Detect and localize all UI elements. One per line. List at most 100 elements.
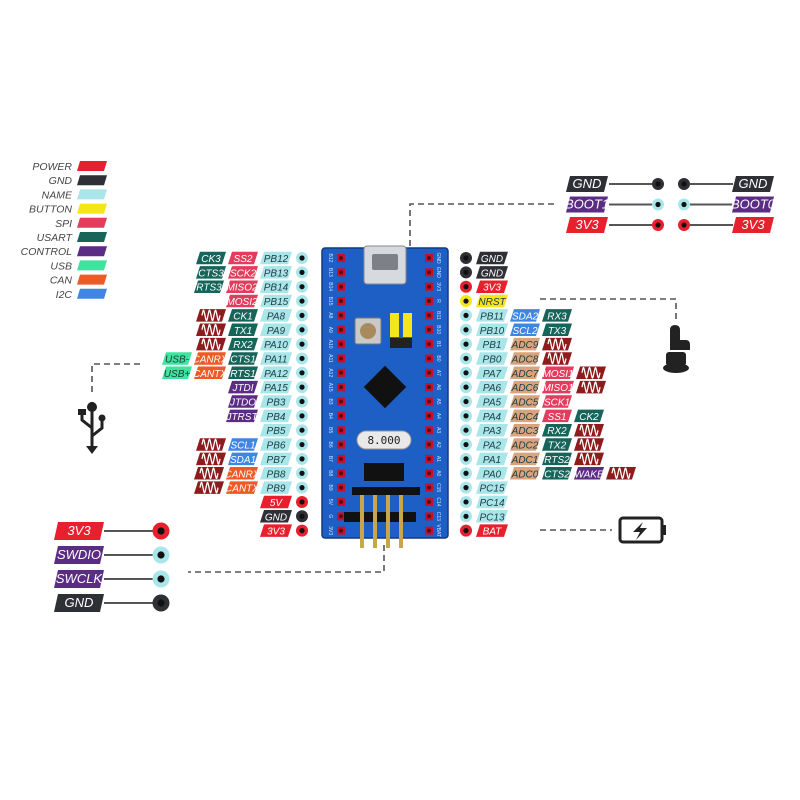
- swd-label-swdio-bg: [54, 546, 104, 564]
- right-pin-pa2-func-adc2: ADC2: [511, 441, 539, 452]
- left-pin-pa11-func-usb: USB-: [165, 354, 190, 365]
- right-pin-pa2-func-tx2-bg: [542, 438, 572, 451]
- legend-swatch-name: [77, 189, 107, 200]
- usb-icon-right-branch: [91, 420, 104, 438]
- right-pin-pa5-func-adc5-bg: [510, 395, 540, 408]
- right-silk-label: VBAT: [435, 524, 441, 537]
- right-header-hole: [427, 313, 431, 318]
- right-pin-pa6-func-adc6-bg: [510, 380, 540, 394]
- right-pin-pb11-func-rx3-bg: [542, 309, 572, 322]
- left-pin-pa12-func-usb-bg: [162, 366, 192, 380]
- button-body: [666, 352, 686, 366]
- usb-icon-bottom: [86, 446, 98, 454]
- left-pin-name-pb5: PB5: [267, 426, 286, 437]
- boot-right-3v3-bg: [732, 217, 774, 233]
- boot-left-3v3: 3V3: [575, 217, 599, 232]
- right-pin-name-pb0: PB0: [483, 354, 502, 365]
- left-pin-name-pb14: PB14: [264, 283, 289, 294]
- left-pin-name-pa15-bg: [260, 380, 292, 394]
- left-pin-name-pa11: PA11: [265, 354, 288, 365]
- boot-jumper-base: [390, 338, 412, 348]
- swd-dot-hole: [157, 551, 165, 559]
- left-header-hole: [339, 485, 343, 490]
- left-pin-pb12-func-ck3: CK3: [201, 254, 221, 265]
- right-pin-pa4-func-ck2-bg: [574, 409, 604, 423]
- left-pin-pb6-pwm-wave: [201, 438, 221, 451]
- swd-header-pin: [386, 488, 390, 548]
- right-header-hole: [427, 370, 431, 375]
- left-pin-name-pb9-bg: [260, 481, 292, 494]
- left-pin-pa9-pwm-wave: [201, 323, 221, 336]
- legend-label-name: NAME: [42, 189, 73, 201]
- right-header-hole: [427, 342, 431, 347]
- right-silk-label: C13: [435, 512, 441, 521]
- left-pin-pa9-func-tx1: TX1: [234, 326, 252, 337]
- left-header-hole: [339, 356, 343, 361]
- right-silk-label: A7: [435, 370, 441, 376]
- right-pin-pa0-func-adc0-bg: [510, 467, 540, 480]
- left-pin-name-pb6-bg: [260, 438, 292, 451]
- right-pin-name-pa6: PA6: [483, 383, 502, 394]
- right-pin-pa4-func-ss1: SS1: [548, 412, 567, 423]
- right-header-hole: [427, 471, 431, 476]
- legend-swatch-usart: [77, 232, 107, 242]
- voltage-regulator: [364, 463, 404, 481]
- boot-left-dot-2-hole: [655, 222, 661, 228]
- left-pin-pb8-pwm-wave: [199, 467, 219, 480]
- boot-right-dot-1-hole: [681, 201, 687, 208]
- right-silk-label: A2: [435, 441, 441, 447]
- hand-press-icon: [663, 325, 690, 373]
- left-header-hole: [339, 385, 343, 390]
- left-pin-name-pa8: PA8: [267, 311, 286, 322]
- left-pin-pb7-pwm-wave: [201, 453, 221, 465]
- micro-usb-port: [372, 254, 398, 270]
- legend-swatch-power: [77, 161, 107, 171]
- left-silk-label: B15: [327, 297, 333, 306]
- left-header-hole: [339, 299, 343, 304]
- right-pin-pa7-func-mosi1-bg: [542, 366, 574, 380]
- left-pin-name-pb13-bg: [260, 266, 292, 279]
- left-pin-pb3-func-jtdo-bg: [228, 395, 258, 408]
- right-header-hole: [427, 256, 431, 260]
- boot-right-3v3: 3V3: [741, 217, 765, 232]
- legend-swatch-usb: [77, 260, 107, 271]
- right-pin-pa0-func-adc0: ADC0: [511, 469, 539, 480]
- right-pin-name-pb0-bg: [476, 352, 508, 365]
- left-pin-pa10-pwm-wave: [201, 338, 221, 350]
- right-pin-pa5-func-sck1: SCK1: [544, 398, 570, 409]
- right-pin-name-pb10: PB10: [480, 326, 505, 337]
- left-pin-dot-pb7-hole: [299, 456, 305, 462]
- right-pin-pa7-func-adc7-bg: [510, 366, 540, 380]
- left-header-hole: [339, 471, 343, 476]
- left-pin-dot-pb8-hole: [299, 470, 305, 476]
- left-pin-column: PB12SS2CK3PB13SCK2CTS3PB14MISO2RTS3PB15M…: [162, 251, 308, 538]
- left-pin-pb3-func-jtdo: JTDO: [229, 398, 256, 409]
- left-pin-name-pa10-bg: [260, 337, 292, 351]
- right-pin-pa5-func-sck1-bg: [542, 395, 572, 408]
- crystal-label: 8.000: [367, 434, 400, 447]
- legend-swatch-i2c: [77, 288, 107, 299]
- right-header-hole: [427, 514, 431, 519]
- right-silk-label: B1: [435, 341, 441, 347]
- left-silk-label: A9: [327, 327, 333, 333]
- right-silk-label: A1: [435, 456, 441, 462]
- swd-link: [188, 545, 385, 573]
- left-silk-label: 5V: [327, 499, 333, 506]
- left-pin-pb8-func-canrx: CANRX: [224, 469, 259, 480]
- boot-left-gnd: GND: [573, 176, 602, 191]
- left-silk-label: B9: [327, 485, 333, 491]
- right-pin-name-pa3-bg: [476, 423, 508, 437]
- left-pin-pb4-func-jtrst: JTRST: [225, 412, 258, 423]
- boot-left-dot-1-hole: [655, 201, 661, 208]
- boot-right-dot-2-hole: [681, 222, 687, 228]
- usb-icon-right-tip: [98, 414, 106, 422]
- left-pin-name-pa11-bg: [260, 352, 292, 365]
- left-pin-dot-pa8-hole: [299, 312, 305, 318]
- left-header-hole: [339, 342, 343, 347]
- boot-right-boot0: BOOT0: [731, 197, 776, 212]
- right-pin-pa3-func-adc3-bg: [510, 423, 540, 437]
- right-pin-pa1-func-adc1-bg: [510, 452, 540, 466]
- legend-label-usart: USART: [37, 232, 74, 244]
- right-silk-label: R: [435, 299, 441, 303]
- left-pin-pb9-func-cantx-bg: [226, 481, 258, 494]
